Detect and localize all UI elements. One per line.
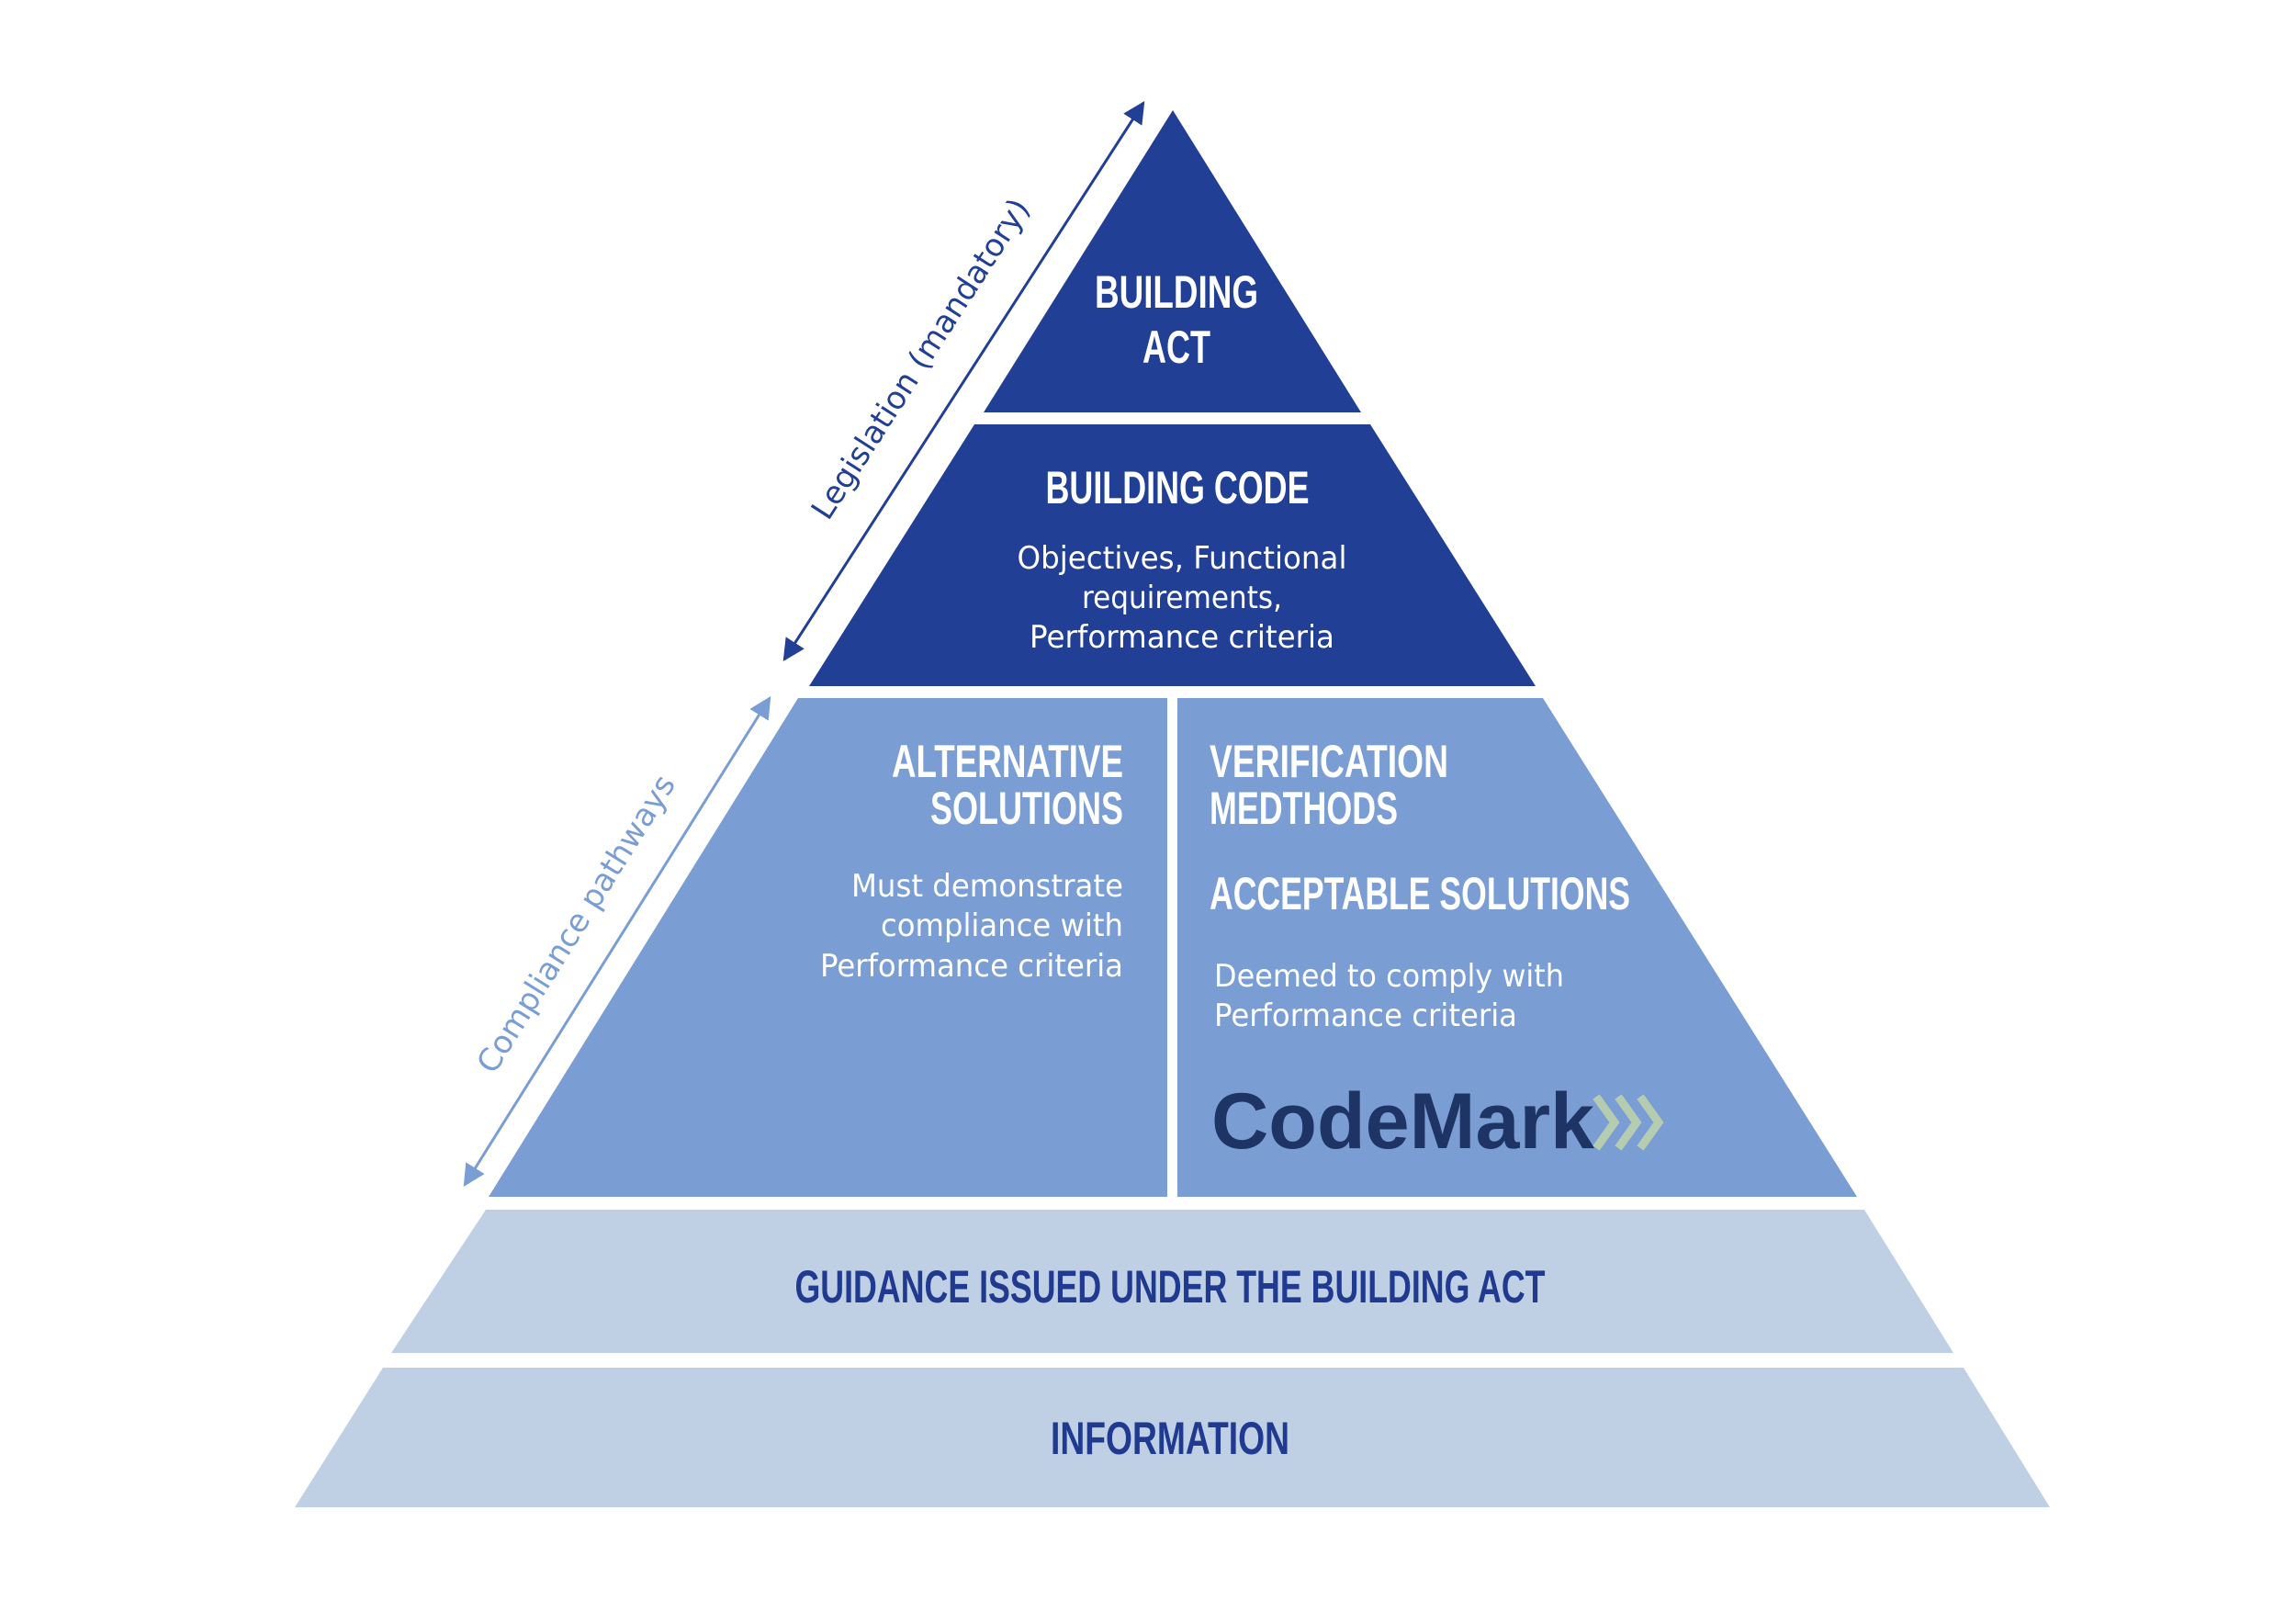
acceptable-solutions-desc: Deemed to comply with [1214, 958, 1564, 995]
tier-information [295, 1368, 2050, 1507]
verification-methods-title: VERIFICATION [1210, 736, 1448, 787]
tier-verification-methods [1177, 698, 1857, 1197]
building-code-title: BUILDING CODE [1046, 462, 1310, 513]
verification-methods-title: MEDTHODS [1210, 783, 1398, 834]
alternative-solutions-desc: compliance with [881, 907, 1123, 944]
building-code-desc: requirements, [1082, 580, 1282, 616]
alternative-solutions-title: ALTERNATIVE [892, 736, 1123, 787]
guidance-title: GUIDANCE ISSUED UNDER THE BUILDING ACT [795, 1261, 1546, 1313]
alternative-solutions-desc: Must demonstrate [851, 868, 1123, 905]
information-title: INFORMATION [1051, 1413, 1289, 1464]
acceptable-solutions-title: ACCEPTABLE SOLUTIONS [1210, 868, 1630, 919]
legislation-arrow [782, 100, 1145, 662]
tier-guidance [391, 1210, 1953, 1353]
codemark-wordmark: CodeMark [1211, 1077, 1594, 1166]
alternative-solutions-title: SOLUTIONS [930, 783, 1123, 834]
building-act-title: ACT [1142, 321, 1210, 373]
codemark-logo: CodeMark [1211, 1077, 1664, 1166]
chevrons-icon [1593, 1094, 1664, 1151]
acceptable-solutions-desc: Performance criteria [1214, 997, 1517, 1034]
alternative-solutions-desc: Performance criteria [820, 948, 1123, 985]
building-act-title: BUILDING [1095, 266, 1258, 318]
compliance-arrow [463, 695, 771, 1188]
building-code-desc: Performance criteria [1030, 619, 1334, 656]
building-code-desc: Objectives, Functional [1018, 540, 1347, 577]
